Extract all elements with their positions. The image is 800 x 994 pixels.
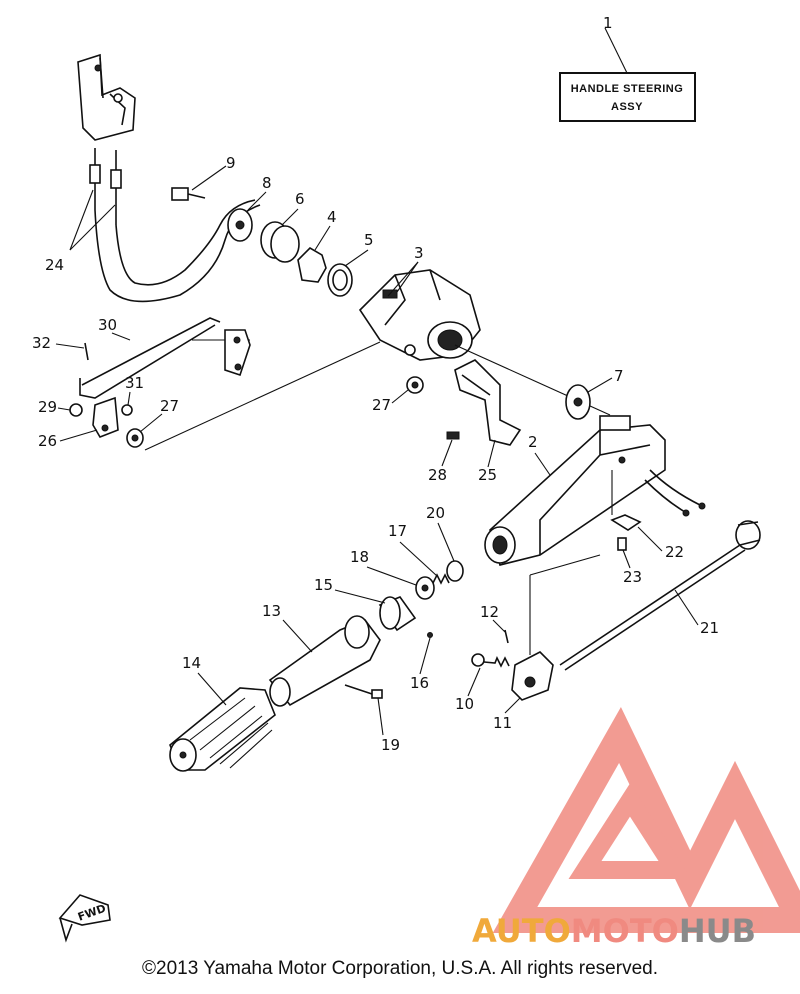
label-line-1: HANDLE STEERING — [571, 83, 684, 95]
callout-14: 14 — [182, 654, 201, 672]
callout-30: 30 — [98, 316, 117, 334]
nut-31 — [121, 404, 133, 416]
handle-arm-2 — [484, 415, 706, 566]
callout-12: 12 — [480, 603, 499, 621]
callout-10: 10 — [455, 695, 474, 713]
label-line-2: ASSY — [611, 101, 643, 113]
washer-5 — [327, 263, 353, 297]
callout-26: 26 — [38, 432, 57, 450]
spacer-20 — [446, 560, 464, 582]
callout-1: 1 — [603, 14, 613, 32]
bushing-6 — [260, 221, 300, 263]
bolt-9 — [171, 187, 206, 201]
copyright-notice: ©2013 Yamaha Motor Corporation, U.S.A. A… — [142, 958, 658, 979]
nut-27-left — [126, 428, 144, 448]
handle-steering-label-box: HANDLE STEERING ASSY — [559, 27, 696, 122]
callout-labels: 1 2 3 4 5 6 7 8 9 10 11 12 13 14 15 16 1 — [32, 14, 719, 754]
watermark-logo — [492, 707, 800, 933]
bolt-10 — [471, 653, 510, 668]
rod-21 — [559, 520, 761, 671]
callout-7: 7 — [614, 367, 624, 385]
pin-32 — [84, 342, 89, 361]
fwd-arrow-icon: FWD — [58, 894, 111, 943]
callout-28: 28 — [428, 466, 447, 484]
callout-29: 29 — [38, 398, 57, 416]
callout-13: 13 — [262, 602, 281, 620]
callout-22: 22 — [665, 543, 684, 561]
callout-4: 4 — [327, 208, 337, 226]
block-11 — [511, 651, 554, 701]
washer-7 — [565, 384, 591, 420]
lever-26 — [92, 396, 119, 438]
grip-14 — [169, 687, 276, 772]
callout-6: 6 — [295, 190, 305, 208]
pin-12 — [504, 629, 509, 644]
callout-8: 8 — [262, 174, 272, 192]
callout-2: 2 — [528, 433, 538, 451]
bracket-part — [77, 53, 136, 141]
callout-5: 5 — [364, 231, 374, 249]
callout-31: 31 — [125, 374, 144, 392]
watermark-auto: AUTOMOTOHUB — [472, 912, 756, 950]
cable-pair-24 — [69, 148, 261, 303]
callout-19: 19 — [381, 736, 400, 754]
screw-19 — [344, 684, 383, 699]
steering-bracket-housing — [358, 269, 481, 361]
plate-25 — [454, 359, 522, 446]
spring-17 — [432, 573, 450, 585]
link-rod-30 — [79, 317, 251, 399]
nut-29 — [69, 403, 83, 417]
callout-11: 11 — [493, 714, 512, 732]
pin-28 — [446, 431, 460, 440]
nut-18 — [415, 576, 435, 600]
callout-27-right: 27 — [372, 396, 391, 414]
clamp-22 — [610, 514, 642, 551]
callout-24: 24 — [45, 256, 64, 274]
callout-18: 18 — [350, 548, 369, 566]
collar-15 — [378, 596, 417, 632]
throttle-shaft-13 — [268, 615, 381, 707]
callout-23: 23 — [623, 568, 642, 586]
callout-16: 16 — [410, 674, 429, 692]
callout-32: 32 — [32, 334, 51, 352]
callout-20: 20 — [426, 504, 445, 522]
callout-9: 9 — [226, 154, 236, 172]
washer-8 — [227, 208, 253, 242]
callout-17: 17 — [388, 522, 407, 540]
pin-16 — [427, 632, 433, 638]
callout-27-left: 27 — [160, 397, 179, 415]
friction-plate-4 — [297, 246, 327, 283]
callout-21: 21 — [700, 619, 719, 637]
callout-15: 15 — [314, 576, 333, 594]
nut-27-right — [406, 376, 424, 394]
callout-3: 3 — [414, 244, 424, 262]
callout-25: 25 — [478, 466, 497, 484]
watermark-text: AUTOMOTOHUB — [472, 912, 756, 950]
